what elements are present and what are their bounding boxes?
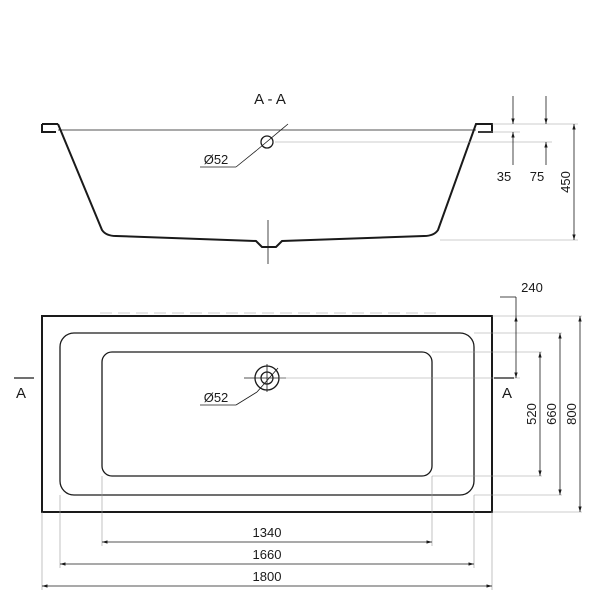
dim-35: 35 [497,96,515,184]
section-view: A - A Ø52 35 75 450 [41,91,578,264]
svg-text:35: 35 [497,169,511,184]
plan-drain-leader [235,391,258,406]
section-drain-label: Ø52 [204,152,229,167]
section-overflow-leader [235,149,258,168]
section-overflow-hole [260,135,274,149]
svg-text:240: 240 [521,280,543,295]
dim-660: 660 [544,333,562,495]
svg-text:1800: 1800 [253,569,282,584]
svg-text:A: A [502,385,512,402]
svg-text:660: 660 [544,403,559,425]
dim-520: 520 [524,352,542,476]
dim-800: 800 [564,316,582,512]
plan-basin-bottom [101,351,433,477]
svg-text:A: A [16,385,26,402]
svg-text:1660: 1660 [253,547,282,562]
plan-drain-label: Ø52 [204,390,229,405]
plan-outer-rim [41,315,493,513]
dim-1800: 1800 [42,569,492,588]
dim-1340: 1340 [102,525,432,544]
svg-text:75: 75 [530,169,544,184]
plan-inner-edge [59,332,475,496]
section-marker-right: A [494,377,514,402]
dim-1660: 1660 [59,547,474,566]
svg-text:520: 520 [524,403,539,425]
dim-450: 450 [558,124,576,240]
dim-75: 75 [530,96,548,184]
section-title: A - A [254,91,286,108]
section-marker-left: A [14,377,34,402]
svg-text:800: 800 [564,403,579,425]
dim-240: 240 [500,280,543,378]
plan-view: Ø52 A A 240 520 [14,280,582,590]
svg-text:450: 450 [558,171,573,193]
section-tub-outline [41,123,493,248]
svg-text:1340: 1340 [253,525,282,540]
